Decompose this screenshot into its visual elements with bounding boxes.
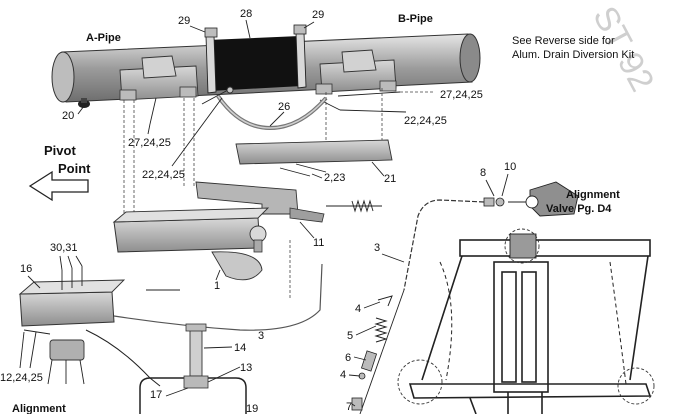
callout-7: 7 [346,401,352,413]
flange-b2 [379,80,397,92]
callout-13: 13 [240,362,252,374]
ball-stem [253,239,263,253]
bolt-22-left-head [226,86,234,94]
label-a-pipe: A-Pipe [86,32,121,44]
alignment-valve-line1: Alignment [566,189,620,201]
callout-6: 6 [345,352,351,364]
label-alignment-valve: Alignment Valve Pg. D4 [546,189,623,215]
detail-circle-right [617,367,655,405]
callout-21: 21 [384,173,396,185]
callout-16: 16 [20,263,32,275]
spring-rod-assembly [351,289,405,414]
lower-crossbar [408,383,652,399]
callout-numbers: 29 28 29 20 27,24,25 22,24,25 26 27,24,2… [0,8,516,414]
reverse-note-line2: Alum. Drain Diversion Kit [512,49,634,61]
callout-28: 28 [240,8,252,20]
label-pivot-line1: Pivot [44,143,76,158]
top-crossbar [459,239,651,257]
callout-17: 17 [150,389,162,401]
cable-3-right [403,199,485,291]
callout-12-24-25: 12,24,25 [0,372,43,384]
callout-29-left: 29 [178,15,190,27]
alignment-valve [483,181,579,217]
pipe-end-right [459,33,481,83]
u-bolt-assembly [139,323,247,414]
hose-clamp-right [295,32,307,89]
callout-10: 10 [504,161,516,173]
left-leg [421,255,463,381]
callout-27-right: 27,24,25 [440,89,483,101]
bolt-22-left [201,89,229,105]
block-16 [19,291,115,327]
callout-30-31: 30,31 [50,242,78,254]
crossbar-valve [509,233,537,259]
spring-5 [374,317,388,343]
main-block-1 [113,217,261,253]
pivot-arrow [28,170,89,202]
flange-a1 [119,89,137,101]
callout-4-lower: 4 [340,369,346,381]
saddle-bracket-a-ear [141,55,177,79]
callout-3-right: 3 [374,242,380,254]
callout-11: 11 [313,237,324,249]
callout-20: 20 [62,110,74,122]
reverse-note-line1: See Reverse side for [512,35,615,47]
hose-clamp-left [205,35,217,94]
callout-4-upper: 4 [355,303,361,315]
center-post [493,261,549,393]
saddle-bracket-b-ear [341,49,377,73]
post-slot-right [521,271,537,383]
callout-1: 1 [214,280,220,292]
flange-a2 [179,86,197,98]
label-alignment-cut: Alignment [12,403,66,414]
callout-3-left: 3 [258,330,264,342]
callout-22-right: 22,24,25 [404,115,447,127]
bolt-27-right [337,91,401,97]
callout-14: 14 [234,342,246,354]
alignment-valve-line2: Valve Pg. D4 [546,203,612,215]
sleeve-6 [360,350,378,372]
label-pivot-line2: Point [58,161,91,176]
cable-3-lower [113,263,323,331]
callout-2-23: 2,23 [324,172,345,184]
detail-circle-left [397,359,443,405]
label-b-pipe: B-Pipe [398,13,433,25]
pipe-end-left [51,51,75,103]
ball-hitch [211,251,263,281]
detail-circle-top [504,228,540,264]
clamp-screw-left [204,27,218,38]
callout-26: 26 [278,101,290,113]
callout-22-left: 22,24,25 [142,169,185,181]
callout-27-left: 27,24,25 [128,137,171,149]
spring [351,199,374,213]
callout-19: 19 [246,403,258,414]
small-valve [49,339,85,361]
right-frame-assembly [397,228,655,414]
bolt-27-left [149,97,157,125]
bolts-and-hose [149,86,434,131]
callout-8: 8 [480,167,486,179]
drain-plug-stem [81,98,87,103]
clamp-13 [183,375,209,389]
leader-lines [19,19,509,407]
flange-b1 [315,83,333,95]
bracket-11-tab [289,207,325,223]
bolt-14 [189,329,203,377]
pipe-assembly [51,24,481,103]
hose-26 [216,94,328,131]
label-pivot: Pivot Point [44,143,91,176]
clamp-screw-right [293,24,307,35]
bracket-21 [235,139,393,165]
main-block-1-face [112,207,270,223]
rubber-boot [208,36,302,91]
post-slot-left [501,271,517,383]
right-leg [629,255,649,381]
callout-29-right: 29 [312,9,324,21]
callout-5: 5 [347,330,353,342]
